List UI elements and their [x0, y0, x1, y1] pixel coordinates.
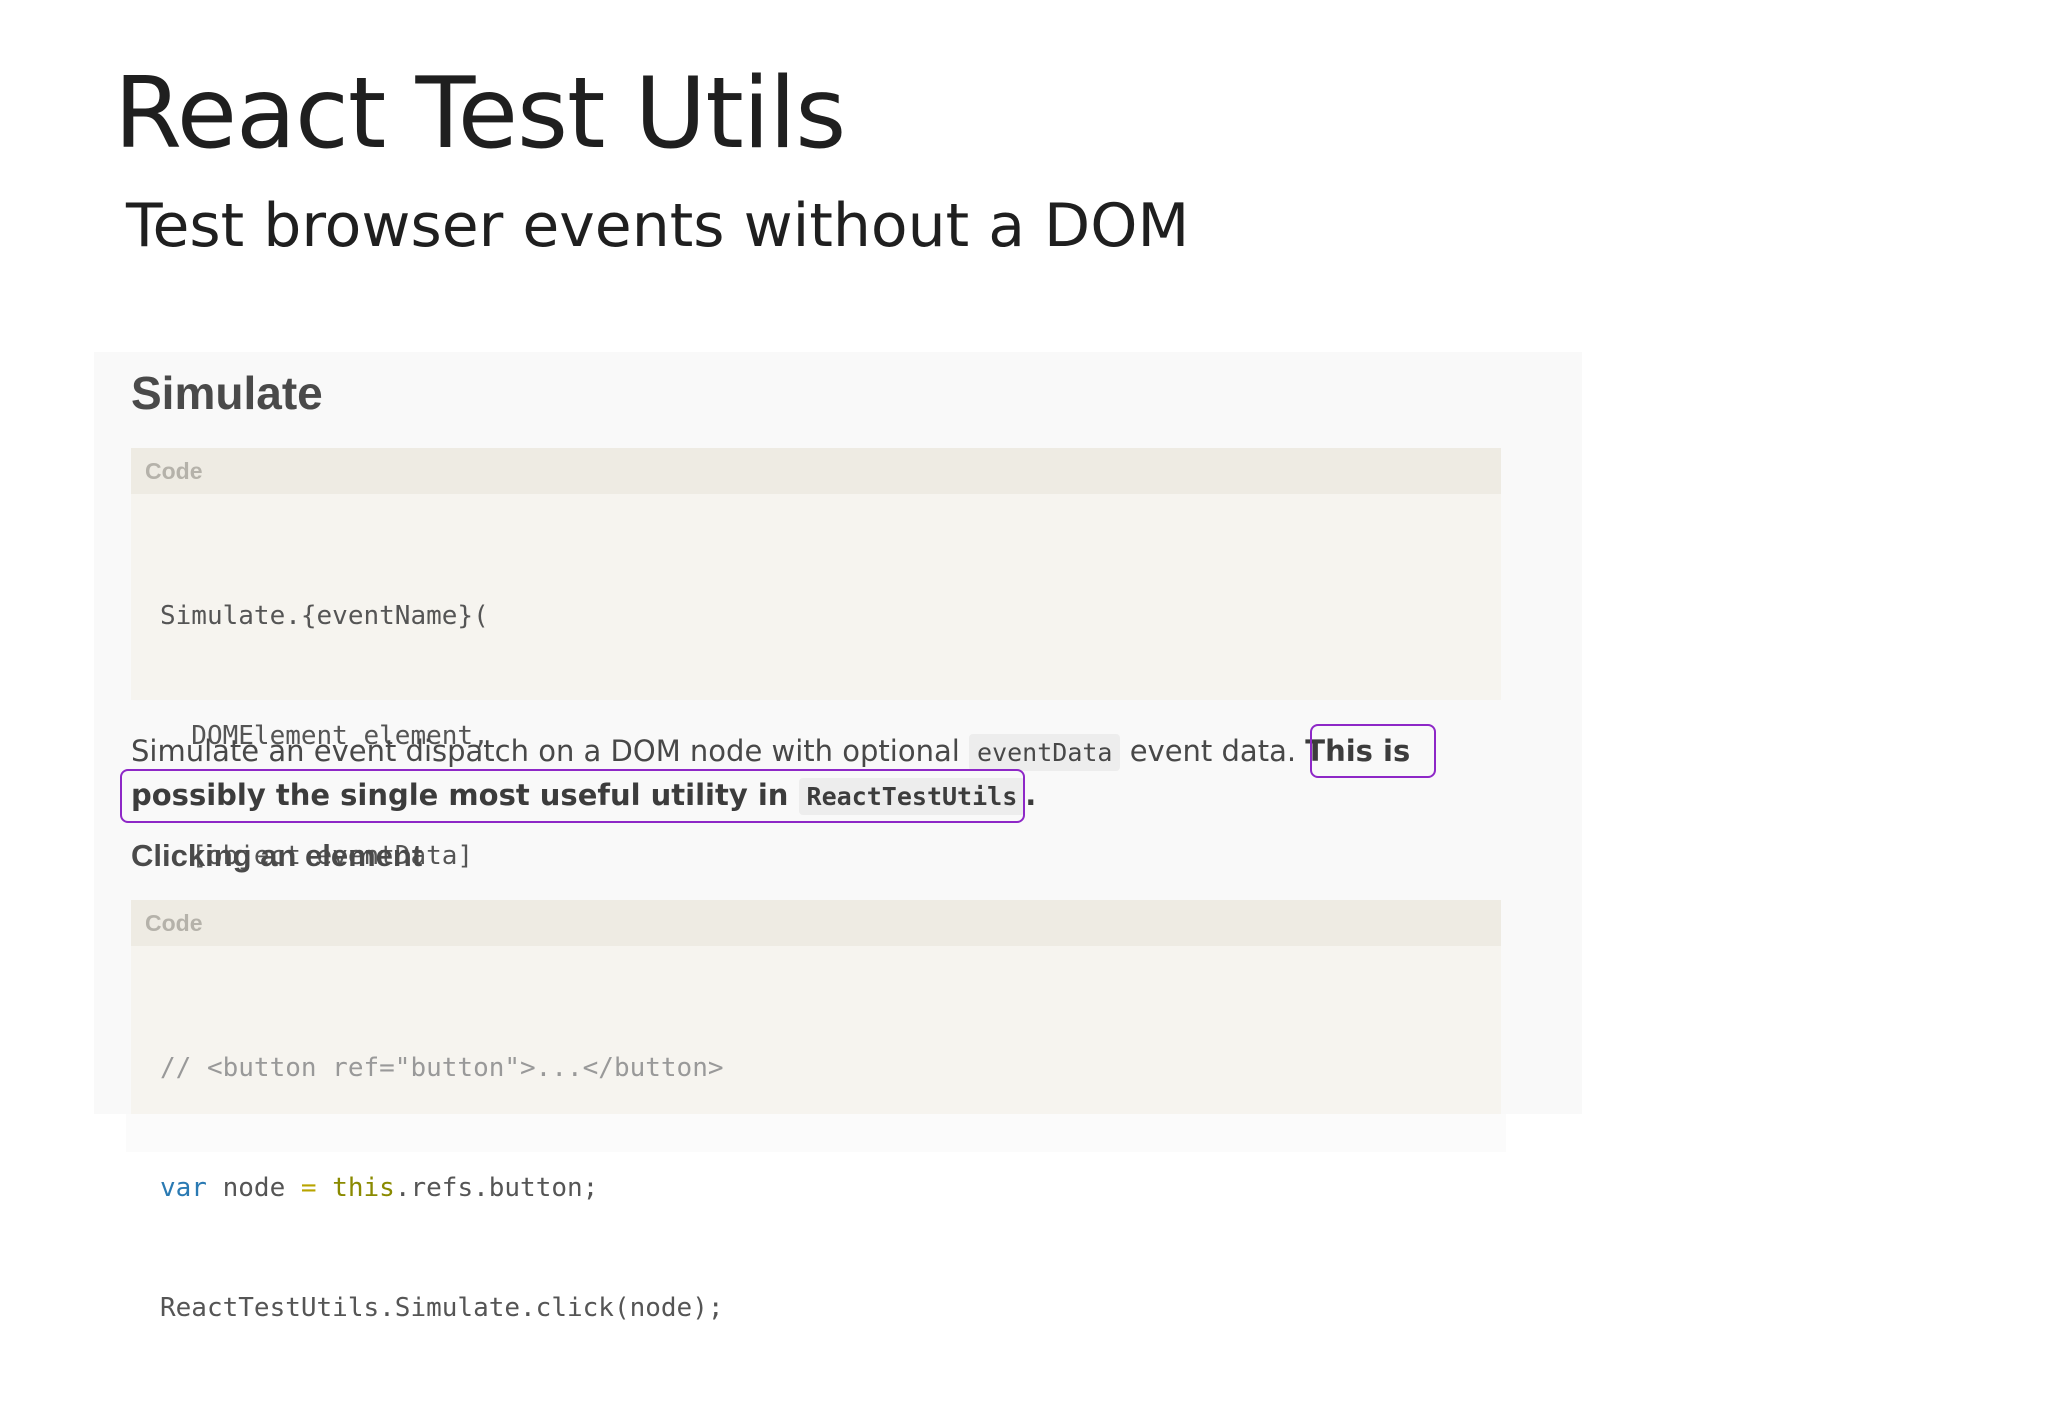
inline-code-reacttestutils: ReactTestUtils: [798, 778, 1026, 815]
code-line: [object eventData]: [160, 841, 474, 871]
example-code-block: Code // <button ref="button">...</button…: [131, 900, 1501, 1323]
inline-code-eventdata: eventData: [969, 734, 1121, 771]
highlight-box-line1: [1310, 724, 1436, 778]
code-line: var node = this.refs.button;: [160, 1168, 1501, 1208]
code-this-keyword: this: [316, 1173, 395, 1203]
emphasis-text: This is possibly the single most useful …: [131, 734, 1411, 812]
section-heading: Simulate: [131, 367, 323, 419]
code-block-body: Simulate.{eventName}( DOMElement element…: [131, 494, 1501, 1076]
slide-subtitle: Test browser events without a DOM: [126, 191, 1190, 261]
code-line: ReactTestUtils.Simulate.click(node);: [160, 1293, 724, 1323]
code-keyword: var: [160, 1173, 207, 1203]
code-block-header: Code: [131, 448, 1501, 494]
code-line: Simulate.{eventName}(: [160, 601, 489, 631]
code-operator: =: [300, 1173, 317, 1203]
code-line: DOMElement element,: [160, 721, 489, 751]
code-block-body: // <button ref="button">...</button> var…: [131, 946, 1501, 1408]
panel-bottom-fade: [126, 1114, 1506, 1152]
example-heading: Clicking an element: [131, 838, 423, 873]
code-member-access: .refs.button;: [394, 1173, 599, 1203]
paragraph-text: event data.: [1120, 734, 1297, 768]
emphasis-end: .: [1025, 778, 1037, 812]
slide-title: React Test Utils: [114, 57, 846, 171]
paragraph-text: Simulate an event dispatch on a DOM node…: [131, 734, 970, 768]
signature-code-block: Code Simulate.{eventName}( DOMElement el…: [131, 448, 1501, 991]
documentation-panel: Simulate Code Simulate.{eventName}( DOME…: [94, 352, 1582, 1323]
highlight-box-line2: [120, 769, 1025, 823]
code-block-header: Code: [131, 900, 1501, 946]
code-identifier: node: [206, 1173, 301, 1203]
description-paragraph: Simulate an event dispatch on a DOM node…: [131, 730, 1551, 818]
code-comment-line: // <button ref="button">...</button>: [160, 1053, 724, 1083]
